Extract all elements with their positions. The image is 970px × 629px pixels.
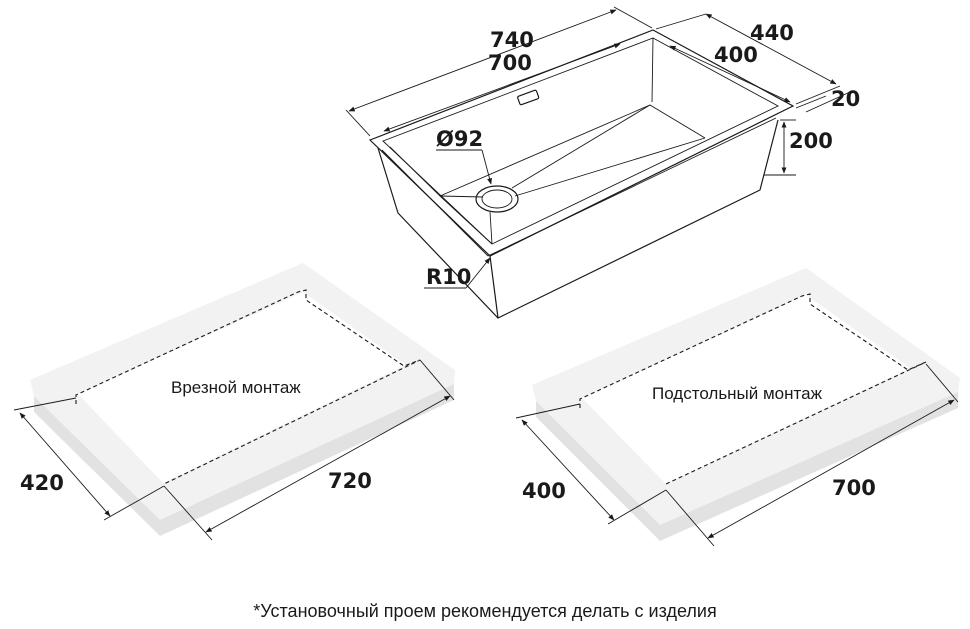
sink-body-front-corner bbox=[489, 255, 499, 319]
dim-outer-width: 440 bbox=[750, 21, 794, 45]
flush-cutout-line bbox=[75, 289, 421, 485]
flush-mount-slab: 420 720 Врезной монтаж bbox=[13, 263, 455, 541]
dim-drain-diameter: Ø92 bbox=[436, 127, 483, 151]
sink-bowl-front-edge bbox=[439, 195, 493, 245]
drain-inner bbox=[481, 189, 513, 209]
flush-length-dim: 720 bbox=[328, 469, 372, 493]
dim-inner-length: 700 bbox=[488, 51, 532, 75]
flush-width-dim: 420 bbox=[20, 471, 64, 495]
undermount-length-dim: 700 bbox=[832, 476, 876, 500]
sink-bowl-back-corner bbox=[651, 37, 654, 103]
drain-outer bbox=[475, 185, 519, 213]
dim-outer-length: 740 bbox=[490, 28, 534, 52]
dim-radius: R10 bbox=[426, 265, 471, 289]
undermount-cutout-line bbox=[579, 293, 927, 485]
dim-line-400b bbox=[521, 419, 615, 521]
flush-mount-caption: Врезной монтаж bbox=[171, 378, 301, 397]
slab-opening bbox=[78, 292, 406, 483]
undermount-width-dim: 400 bbox=[522, 479, 566, 503]
dim-depth: 200 bbox=[789, 129, 833, 153]
overflow-slot bbox=[517, 89, 540, 106]
sink-bowl-inner bbox=[389, 104, 706, 197]
dim-rim: 20 bbox=[831, 87, 860, 111]
slab-opening bbox=[582, 295, 910, 484]
dim-inner-width: 400 bbox=[714, 43, 758, 67]
installation-footnote: *Установочный проем рекомендуется делать… bbox=[253, 601, 717, 621]
dim-line-420 bbox=[19, 412, 111, 517]
dim-line-700b bbox=[707, 399, 955, 539]
sink-dimensions: 740 700 440 400 20 200 Ø92 R10 bbox=[345, 6, 860, 289]
dim-line-400 bbox=[669, 45, 791, 103]
undermount-caption: Подстольный монтаж bbox=[652, 384, 823, 403]
dim-line-700 bbox=[383, 43, 621, 132]
dim-line-720 bbox=[205, 395, 451, 533]
undermount-slab: 400 700 Подстольный монтаж bbox=[515, 268, 960, 547]
